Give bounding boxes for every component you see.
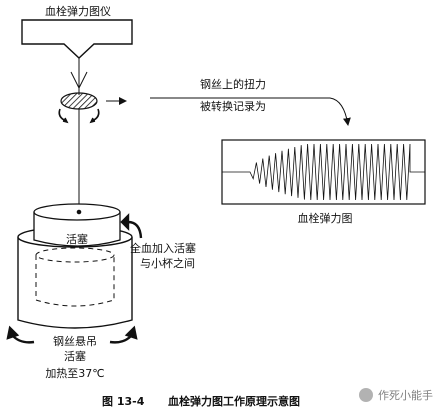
heat-label: 加热至37℃ xyxy=(45,367,104,380)
trace-label: 血栓弹力图 xyxy=(298,211,353,225)
instrument-head: 血栓弹力图仪 xyxy=(21,4,133,59)
piston: 活塞 xyxy=(33,203,121,247)
instrument-label: 血栓弹力图仪 xyxy=(45,4,111,18)
arrow-label-line1: 钢丝上的扭力 xyxy=(200,77,266,91)
blood-label-line1: 全血加入活塞 xyxy=(130,241,196,255)
watermark-text: 作死小能手 xyxy=(378,388,433,402)
wire-label-line1: 钢丝悬吊 xyxy=(53,335,97,348)
piston-label: 活塞 xyxy=(66,232,88,246)
suspension-wire xyxy=(70,58,88,225)
figure-number: 图 13-4 xyxy=(102,395,145,408)
arrow-label-line2: 被转换记录为 xyxy=(200,99,266,113)
wire-label-line2: 活塞 xyxy=(64,349,86,363)
figure-title: 血栓弹力图工作原理示意图 xyxy=(168,394,300,408)
fill-indicator-arrow xyxy=(120,213,143,239)
figure-caption: 图 13-4 血栓弹力图工作原理示意图 xyxy=(102,394,300,408)
signal-arrow xyxy=(106,97,351,126)
rotation-arrows-top xyxy=(58,108,100,124)
torsion-sensor xyxy=(60,92,98,110)
rotation-arrows-bottom xyxy=(6,325,138,344)
trace-waveform xyxy=(222,143,425,201)
blood-label-line2: 与小杯之间 xyxy=(140,256,195,270)
trace-box: 血栓弹力图 xyxy=(221,139,426,225)
watermark: 作死小能手 xyxy=(359,388,433,402)
